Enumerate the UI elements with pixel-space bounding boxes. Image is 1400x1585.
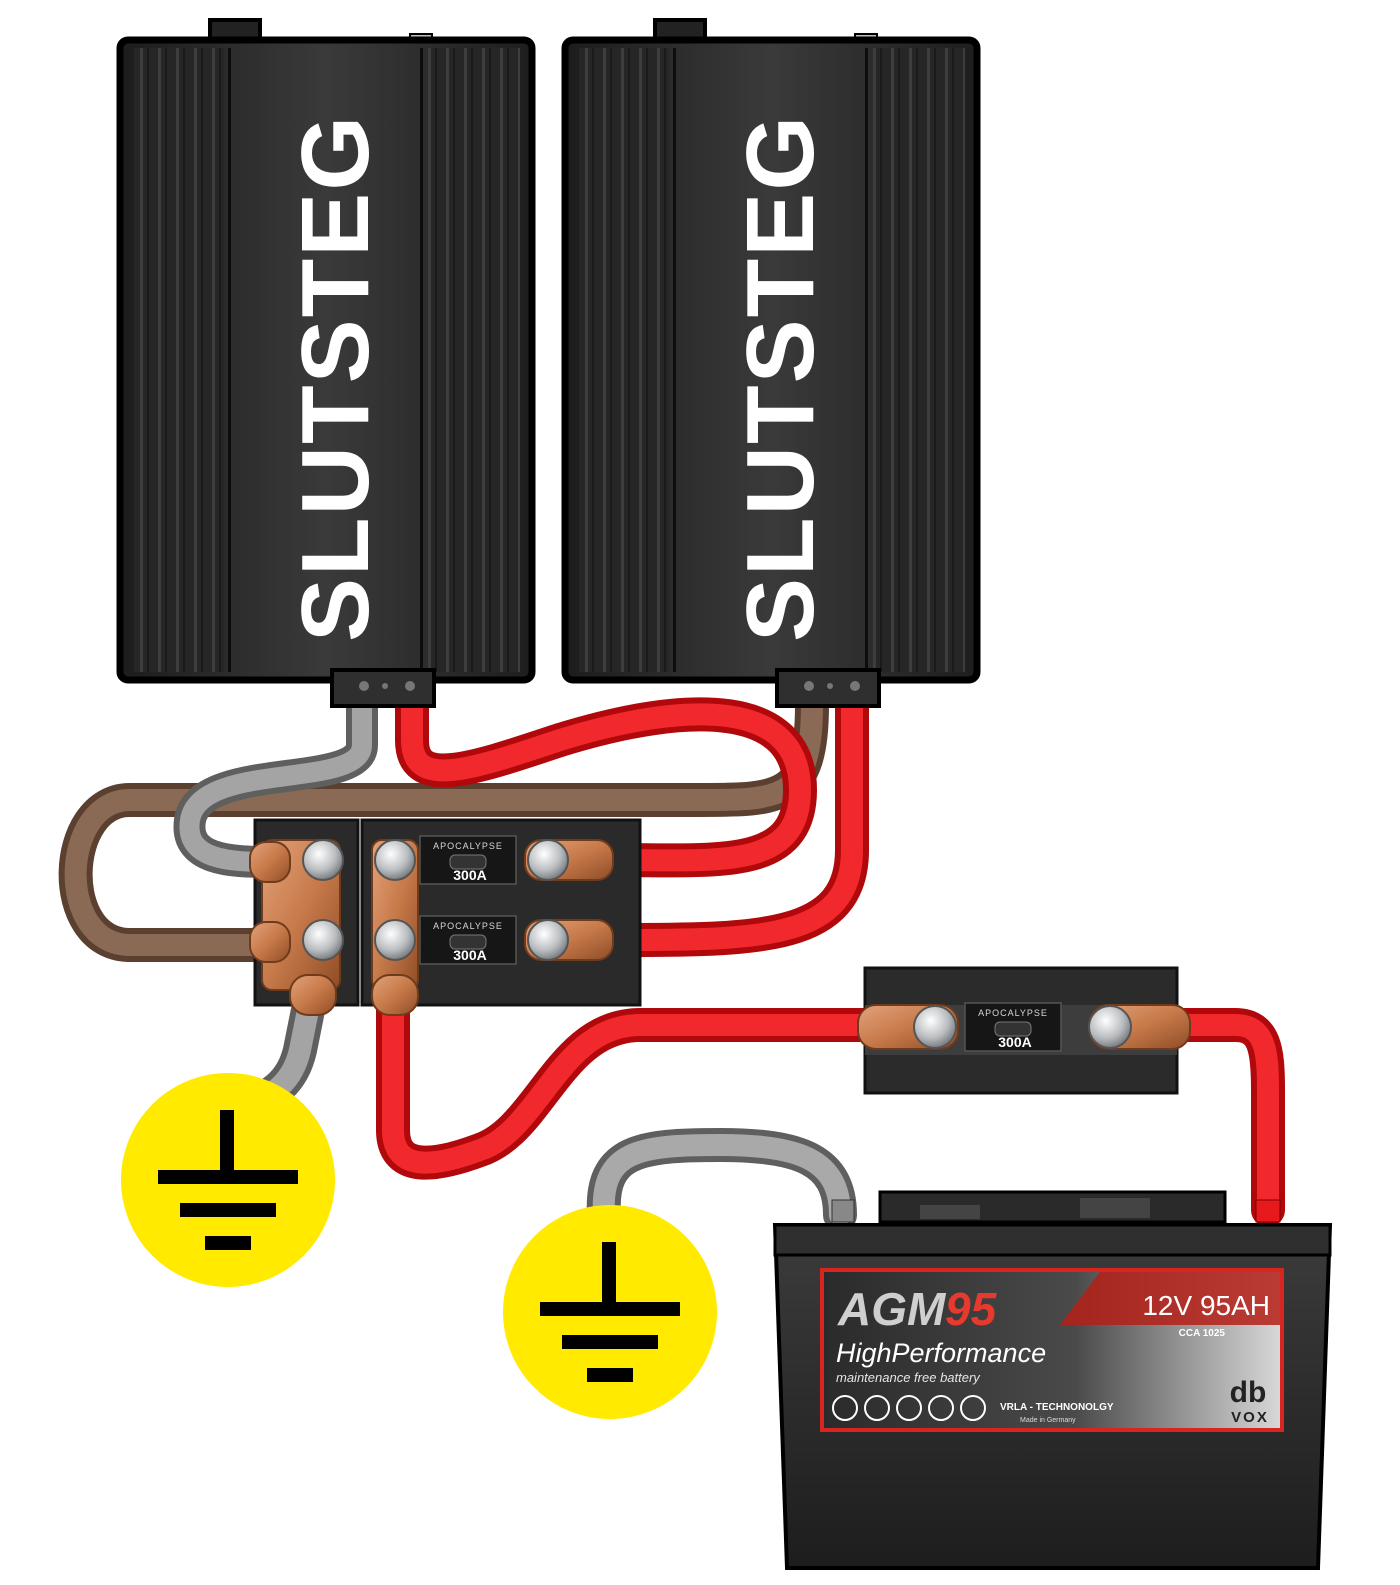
fuse-rating-label: 300A: [453, 867, 486, 883]
battery-spec: 12V 95AH: [1142, 1290, 1270, 1321]
truck-icon: [960, 1395, 986, 1421]
power-ring-terminal: [371, 974, 419, 1016]
amplifier-1: SLUTSTEG: [116, 18, 536, 708]
battery-power-cable-highlight: [1164, 1014, 1279, 1221]
ground-icon-stem: [220, 1110, 234, 1176]
bolt-icon: [374, 839, 416, 881]
battery-label-accent: [1060, 1272, 1280, 1325]
ground-icon-bar-3: [587, 1368, 633, 1382]
battery-technology: VRLA - TECHNONOLGY: [1000, 1402, 1114, 1413]
bus-icon: [928, 1395, 954, 1421]
battery-origin: Made in Germany: [1020, 1417, 1076, 1424]
battery-brand-bottom: VOX: [1231, 1409, 1269, 1426]
tractor-icon: [832, 1395, 858, 1421]
caravan-icon: [864, 1395, 890, 1421]
amp2-power-cable-highlight: [604, 694, 863, 951]
fuse-brand-label: APOCALYPSE: [978, 1008, 1048, 1018]
amplifier-2: SLUTSTEG: [561, 18, 981, 708]
battery-label: AGM 95 12V 95AH CCA 1025 HighPerformance…: [820, 1268, 1284, 1432]
ground-ring-terminal: [289, 974, 337, 1016]
amp-brand-label: SLUTSTEG: [282, 114, 389, 642]
amp-fin-divider: [228, 48, 231, 672]
ground-icon-stem: [602, 1242, 616, 1308]
amp-heatsink-fins-left: [134, 48, 224, 672]
amp-terminal-screw: [850, 681, 860, 691]
amp-fin-divider: [673, 48, 676, 672]
fuse-window: [994, 1021, 1032, 1037]
amp-terminal-screw: [405, 681, 415, 691]
battery-vent: [920, 1205, 980, 1219]
ground-icon-bar-1: [158, 1170, 298, 1184]
amp-heatsink-fins-right: [428, 48, 520, 672]
battery-tagline: maintenance free battery: [836, 1370, 981, 1385]
amp-heatsink-fins-left: [579, 48, 669, 672]
ground-ring-terminal: [249, 841, 291, 883]
fuse-brand-label: APOCALYPSE: [433, 921, 503, 931]
ground-symbol-1: [121, 1073, 335, 1287]
fuse-brand-label: APOCALYPSE: [433, 841, 503, 851]
fuse-window: [449, 854, 487, 870]
ground-symbol-2: [503, 1205, 717, 1419]
ground-icon: [540, 1242, 680, 1382]
battery: AGM 95 12V 95AH CCA 1025 HighPerformance…: [772, 1190, 1333, 1570]
bolt-icon: [1088, 1005, 1132, 1049]
battery-vent: [1080, 1198, 1150, 1218]
amp1-ground-cable-highlight: [179, 690, 372, 872]
bolt-icon: [374, 919, 416, 961]
fuse-rating-label: 300A: [453, 947, 486, 963]
battery-application-icons: [832, 1395, 986, 1421]
amp-terminal-screw: [804, 681, 814, 691]
negative-terminal[interactable]: [831, 1199, 855, 1223]
amp-fin-divider: [420, 48, 423, 672]
block-fuse-1[interactable]: APOCALYPSE 300A: [419, 835, 517, 885]
boat-icon: [896, 1395, 922, 1421]
ground-icon-bar-2: [180, 1203, 276, 1217]
distribution-block: APOCALYPSE 300A APOCALYPSE 300A: [249, 818, 642, 1016]
amp1-power-cable-highlight: [401, 689, 811, 872]
amp-brand-label: SLUTSTEG: [727, 114, 834, 642]
bolt-icon: [302, 839, 344, 881]
battery-power-cable: [1158, 1008, 1285, 1227]
ground-icon-bar-3: [205, 1236, 251, 1250]
ground-icon-bar-1: [540, 1302, 680, 1316]
battery-ground-cable-highlight: [592, 1134, 851, 1226]
battery-cca: CCA 1025: [1179, 1328, 1226, 1339]
bolt-icon: [302, 919, 344, 961]
amp-terminal-screw: [359, 681, 369, 691]
fuse-window: [449, 934, 487, 950]
amp-terminal-screw: [827, 683, 833, 689]
battery-model-prefix: AGM: [837, 1283, 947, 1335]
fuse-rating-label: 300A: [998, 1034, 1031, 1050]
amp-terminal-screw: [382, 683, 388, 689]
battery-series: HighPerformance: [836, 1338, 1046, 1368]
bolt-icon: [527, 839, 569, 881]
battery-model-number: 95: [945, 1283, 998, 1335]
positive-terminal[interactable]: [1255, 1199, 1281, 1223]
amp-heatsink-fins-right: [873, 48, 965, 672]
bolt-icon: [913, 1005, 957, 1049]
ground-icon: [158, 1110, 298, 1250]
ground-ring-terminal: [249, 921, 291, 963]
amp-fin-divider: [865, 48, 868, 672]
inline-fuse-holder[interactable]: APOCALYPSE 300A: [857, 966, 1191, 1095]
bolt-icon: [527, 919, 569, 961]
ground-icon-bar-2: [562, 1335, 658, 1349]
block-fuse-2[interactable]: APOCALYPSE 300A: [419, 915, 517, 965]
main-power-cable-highlight: [382, 989, 876, 1174]
battery-brand-top: db: [1230, 1376, 1267, 1409]
battery-lid: [773, 1223, 1332, 1257]
